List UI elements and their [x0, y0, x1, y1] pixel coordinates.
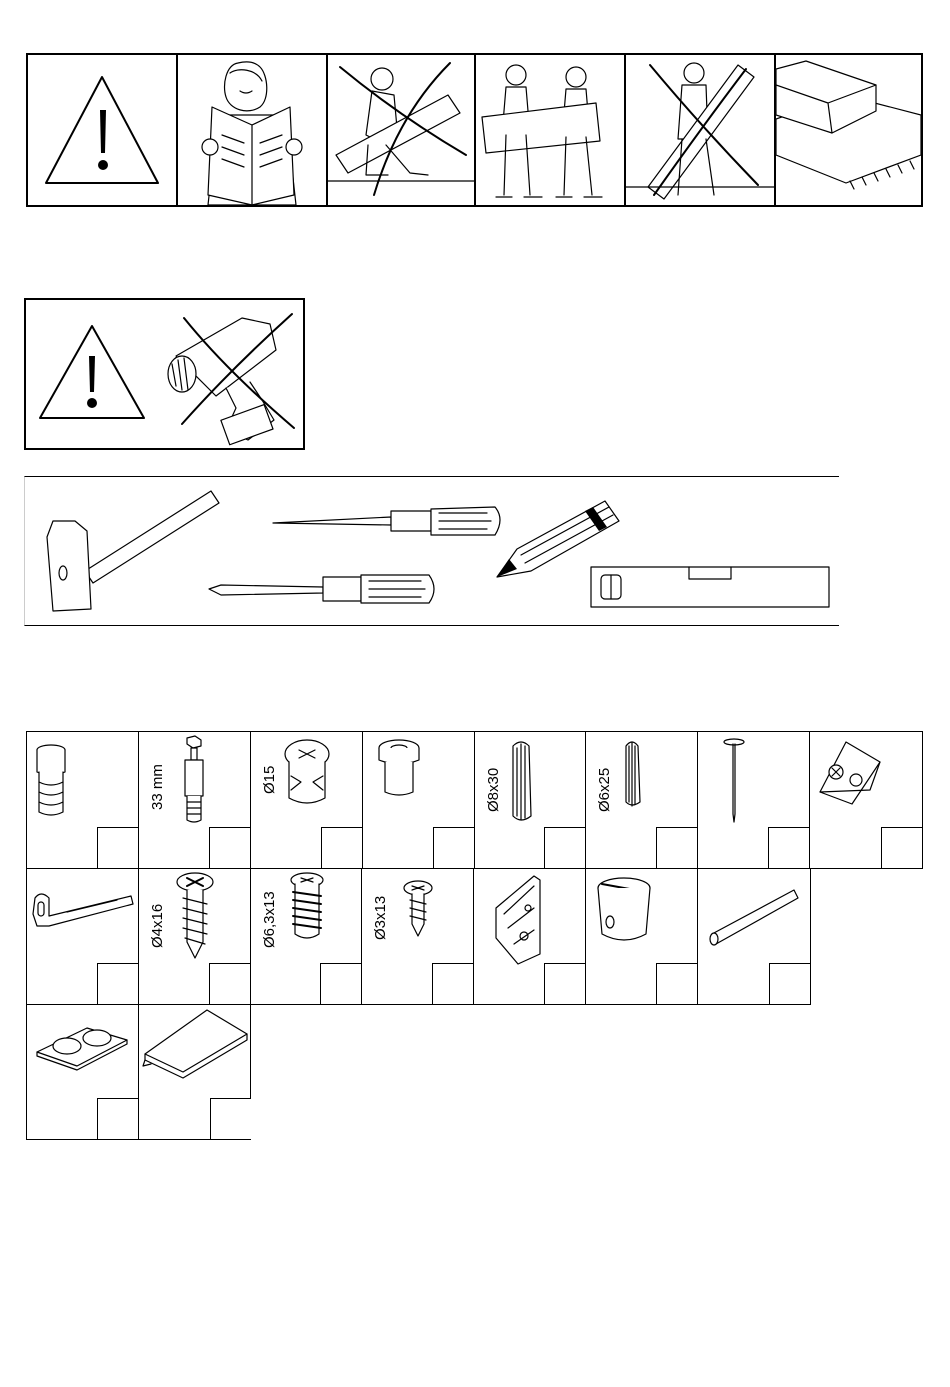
hardware-cell-screw-3x13: Ø3x13	[362, 868, 474, 1004]
hardware-cell-edge-strip	[139, 1004, 251, 1139]
wood-screw-icon	[139, 868, 251, 968]
hardware-cell-screw-6-3x13: Ø6,3x13	[251, 868, 363, 1004]
two-people-carrying-icon	[476, 55, 624, 205]
corner-bracket-icon	[810, 732, 922, 832]
hardware-cell-cap	[27, 732, 139, 868]
quantity-box	[210, 1098, 251, 1139]
hardware-cell-cam-bolt: 33 mm	[139, 732, 251, 868]
quantity-box	[97, 963, 138, 1004]
safety-panel-read-manual	[178, 55, 328, 205]
quantity-box	[433, 827, 474, 868]
hardware-cell-nail	[698, 732, 810, 868]
safety-panel-two-person-carry	[476, 55, 626, 205]
person-reading-icon	[178, 55, 326, 205]
small-screw-icon	[362, 868, 474, 968]
hardware-cell-dowel-8x30: Ø8x30	[475, 732, 587, 868]
tools-section	[24, 476, 839, 626]
barrel-nut-icon	[586, 868, 698, 968]
hammer-icon	[47, 491, 219, 611]
quantity-box	[881, 827, 922, 868]
hardware-row-3	[26, 1004, 251, 1140]
pencil-icon	[497, 501, 619, 577]
safety-panel-no-solo-carry	[328, 55, 476, 205]
quantity-box	[320, 963, 361, 1004]
warning-triangle-icon	[40, 326, 144, 418]
person-carrying-crossed-icon	[328, 55, 474, 205]
l-bracket-icon	[27, 868, 139, 968]
wooden-dowel-icon	[475, 732, 587, 832]
no-power-drill-panel	[26, 300, 303, 448]
hardware-cell-dowel-6x25: Ø6x25	[586, 732, 698, 868]
board-on-carpet-icon	[776, 55, 921, 205]
phillips-screwdriver-icon	[209, 575, 434, 603]
safety-panel-warning	[28, 55, 178, 205]
hardware-cell-corner-bracket	[810, 732, 922, 868]
quantity-box	[656, 827, 697, 868]
quantity-box	[768, 827, 809, 868]
tools-illustration	[25, 477, 840, 624]
hardware-cell-screw-4x16: Ø4x16	[139, 868, 251, 1004]
felt-pads-icon	[27, 1004, 139, 1104]
sleeve-bushing-icon	[363, 732, 475, 832]
cam-lock-icon	[251, 732, 363, 832]
quantity-box	[321, 827, 362, 868]
flat-screwdriver-icon	[273, 507, 500, 535]
hardware-row-2: Ø4x16 Ø6,3x13 Ø3x13	[26, 868, 811, 1005]
wooden-dowel-small-icon	[586, 732, 698, 832]
cam-bolt-icon	[139, 732, 251, 832]
hardware-cell-rod	[698, 868, 810, 1004]
quantity-box	[544, 963, 585, 1004]
safety-panel-no-vertical-lift	[626, 55, 776, 205]
metal-rod-icon	[698, 868, 810, 968]
hardware-cell-wall-bracket	[27, 868, 139, 1004]
hardware-cell-sleeve	[363, 732, 475, 868]
warning-triangle-icon	[28, 55, 176, 205]
plug-cap-icon	[27, 732, 139, 832]
quantity-box	[544, 827, 585, 868]
nail-icon	[698, 732, 810, 832]
power-drill-crossed-icon	[168, 314, 294, 445]
quantity-box	[97, 827, 138, 868]
quantity-box	[97, 1098, 138, 1139]
quantity-box	[432, 963, 473, 1004]
spirit-level-icon	[591, 567, 829, 607]
hardware-cell-barrel-nut	[586, 868, 698, 1004]
quantity-box	[656, 963, 697, 1004]
safety-panel-protect-surface	[776, 55, 921, 205]
safety-strip	[26, 53, 923, 207]
hardware-cell-felt-pads	[27, 1004, 139, 1139]
quantity-box	[209, 963, 250, 1004]
hardware-cell-cam-lock: Ø15	[251, 732, 363, 868]
hardware-row-1: 33 mm Ø15 Ø8x30	[26, 731, 923, 869]
hinge-mechanism-icon	[474, 868, 586, 968]
person-lifting-crossed-icon	[626, 55, 774, 205]
glide-strip-icon	[139, 1004, 251, 1104]
euro-screw-icon	[251, 868, 363, 968]
quantity-box	[769, 963, 810, 1004]
quantity-box	[209, 827, 250, 868]
no-power-tools-box	[24, 298, 305, 450]
hardware-cell-hinge-plate	[474, 868, 586, 1004]
